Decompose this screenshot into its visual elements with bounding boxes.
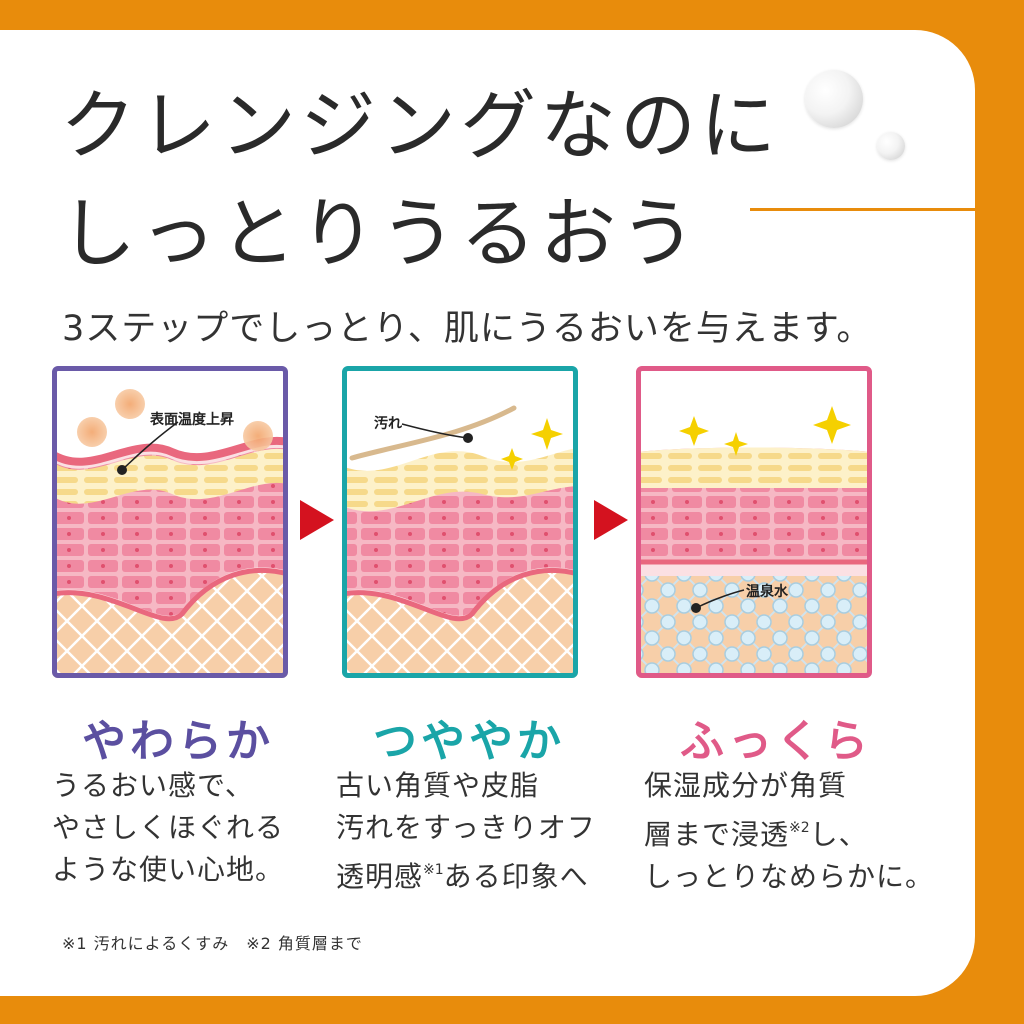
step2-line3: 透明感※1ある印象へ <box>336 849 596 898</box>
step3-line2-a: 層まで浸透 <box>644 818 790 851</box>
step1-illustration: 表面温度上昇 <box>52 366 288 678</box>
illustration-label: 温泉水 <box>746 583 789 600</box>
step3-line1: 保湿成分が角質 <box>644 769 848 802</box>
step3-illustration: 温泉水 <box>636 366 872 678</box>
step1-title: やわらか <box>82 716 274 767</box>
water-drop-icon <box>805 70 863 128</box>
water-drop-icon <box>877 132 905 160</box>
step3-line2: 層まで浸透※2し、 <box>644 807 934 856</box>
headline-line-1: クレンジングなのに <box>60 81 780 170</box>
step1-line3: ような使い心地。 <box>52 853 285 886</box>
step3-title: ふっくら <box>680 716 872 767</box>
step1-description: うるおい感で、 やさしくほぐれる ような使い心地。 <box>52 765 284 891</box>
headline-line-2: しっとりうるおう <box>60 189 700 278</box>
step2-line2: 汚れをすっきりオフ <box>336 811 596 844</box>
footnote-ref-2: ※2 <box>789 820 810 836</box>
step1-line2: やさしくほぐれる <box>52 811 285 844</box>
step2-title: つややか <box>373 716 565 767</box>
step3-line3: しっとりなめらかに。 <box>644 860 935 893</box>
step2-line1: 古い角質や皮脂 <box>336 769 540 802</box>
illustration-label: 表面温度上昇 <box>149 411 234 428</box>
step3-line2-b: し、 <box>809 818 868 851</box>
decorative-rule <box>750 208 975 211</box>
arrow-right-icon <box>594 500 628 540</box>
step1-line1: うるおい感で、 <box>52 769 254 802</box>
subheadline: 3ステップでしっとり、肌にうるおいを与えます。 <box>62 309 873 349</box>
footnote: ※1 汚れによるくすみ ※2 角質層まで <box>62 934 363 953</box>
footnote-ref-1: ※1 <box>423 862 444 878</box>
step2-illustration: 汚れ <box>342 366 578 678</box>
illustration-label: 汚れ <box>374 415 402 432</box>
step2-description: 古い角質や皮脂 汚れをすっきりオフ 透明感※1ある印象へ <box>336 765 596 898</box>
arrow-right-icon <box>300 500 334 540</box>
step2-line3-a: 透明感 <box>336 860 424 893</box>
step3-description: 保湿成分が角質 層まで浸透※2し、 しっとりなめらかに。 <box>644 765 934 898</box>
step2-line3-b: ある印象へ <box>443 860 589 893</box>
